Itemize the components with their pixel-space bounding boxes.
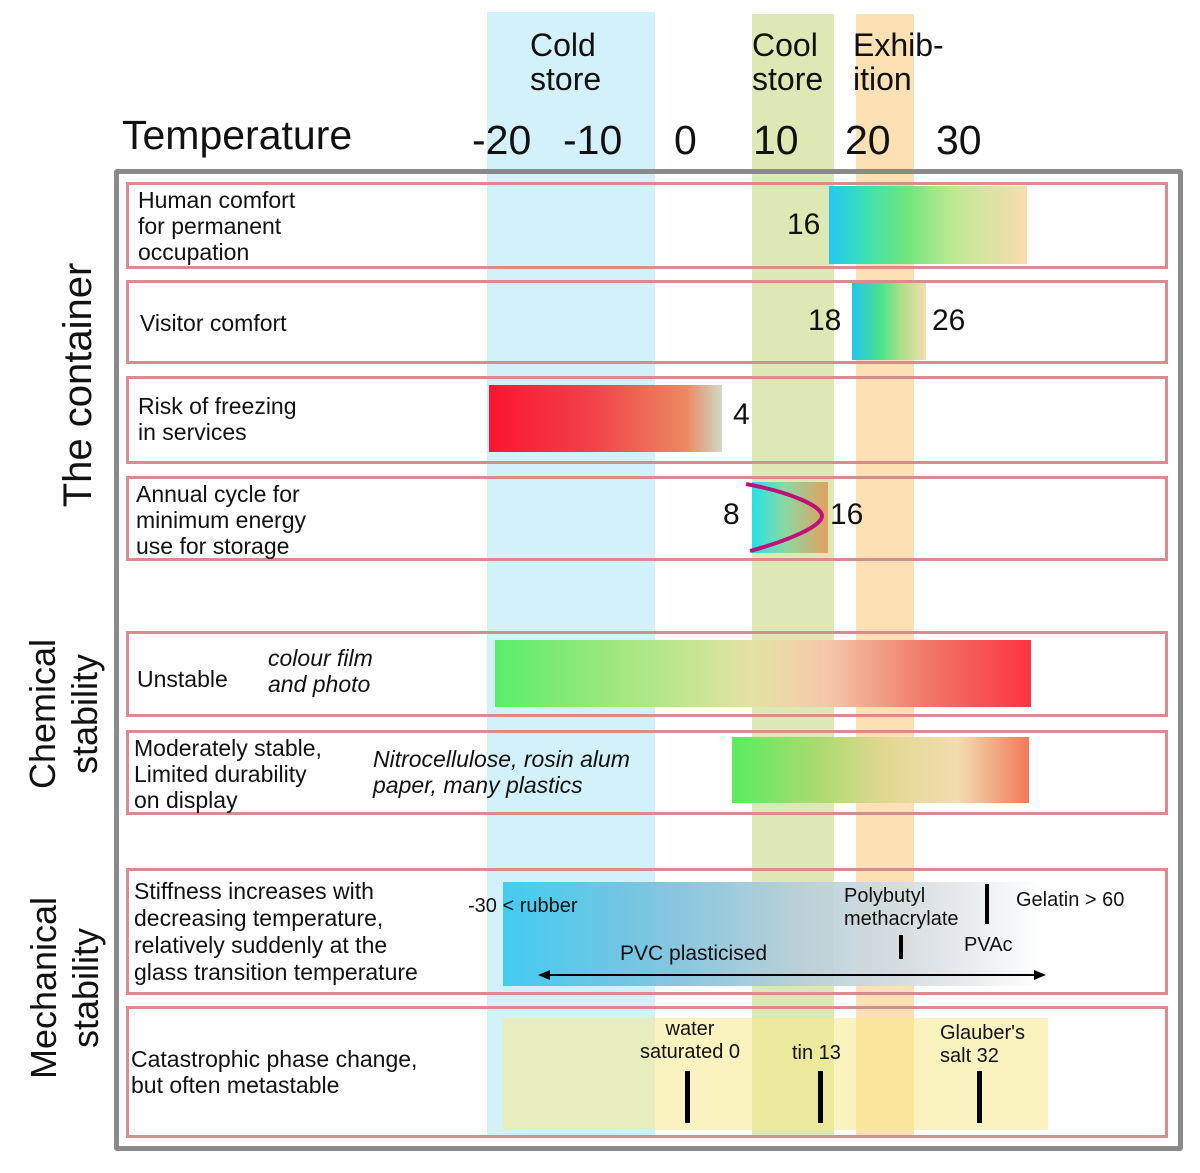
polybutyl-marker <box>985 884 989 924</box>
unstable-bar <box>495 640 1031 707</box>
pvc-range-arrow <box>538 970 1046 980</box>
pvac-label: PVAc <box>964 934 1013 956</box>
phase-change-label: Catastrophic phase change, but often met… <box>131 1046 418 1098</box>
outer-frame <box>114 169 1183 1151</box>
freezing-risk-bar <box>489 385 722 452</box>
row-moderately-stable <box>126 730 1168 815</box>
human-comfort-bar <box>829 186 1027 264</box>
temperature-tick: 10 <box>753 117 799 163</box>
annual-cycle-curve <box>745 482 825 553</box>
tin-label: tin 13 <box>792 1042 841 1064</box>
water-label: water saturated 0 <box>639 1018 741 1063</box>
visitor-comfort-high-value: 26 <box>932 304 966 337</box>
tin-marker <box>818 1071 823 1123</box>
pvc-label: PVC plasticised <box>620 942 768 965</box>
rubber-label: -30 < rubber <box>468 895 578 917</box>
temperature-tick: 30 <box>936 117 982 163</box>
temperature-tick: -10 <box>563 117 623 163</box>
row-phase-change <box>126 1006 1168 1138</box>
annual-cycle-label: Annual cycle for minimum energy use for … <box>136 481 306 559</box>
glauber-label: Glauber's salt 32 <box>940 1022 1025 1067</box>
freezing-label: Risk of freezing in services <box>138 393 297 445</box>
visitor-comfort-label: Visitor comfort <box>140 310 287 336</box>
temperature-axis-title: Temperature <box>122 112 353 158</box>
annual-cycle-high-value: 16 <box>830 498 864 531</box>
temperature-tick: -20 <box>472 117 532 163</box>
stiffness-label: Stiffness increases with decreasing temp… <box>134 878 418 985</box>
temperature-tick: 20 <box>845 117 891 163</box>
unstable-examples: colour film and photo <box>268 645 373 697</box>
exhibition-label: Exhib-ition <box>853 27 944 97</box>
freezing-high-value: 4 <box>733 398 750 431</box>
temperature-tick: 0 <box>674 117 697 163</box>
polybutyl-label: Polybutyl methacrylate <box>844 885 959 930</box>
moderately-stable-bar <box>732 737 1029 803</box>
moderately-stable-label: Moderately stable, Limited durability on… <box>134 735 322 813</box>
moderately-stable-examples: Nitrocellulose, rosin alum paper, many p… <box>373 746 630 798</box>
row-freezing <box>126 376 1168 464</box>
human-comfort-low-value: 16 <box>787 208 821 241</box>
visitor-comfort-bar <box>852 283 926 360</box>
row-visitor-comfort <box>126 280 1168 364</box>
human-comfort-label: Human comfort for permanent occupation <box>138 187 296 265</box>
row-unstable <box>126 631 1168 717</box>
phase-change-bar <box>503 1018 1048 1130</box>
row-human-comfort <box>126 182 1168 269</box>
stiffness-bar <box>503 882 1043 986</box>
visitor-comfort-low-value: 18 <box>808 304 842 337</box>
annual-cycle-low-value: 8 <box>723 498 740 531</box>
water-marker <box>685 1071 690 1123</box>
group-label-container: The container <box>56 262 100 508</box>
row-stiffness <box>126 868 1168 995</box>
row-annual-cycle <box>126 476 1168 561</box>
gelatin-label: Gelatin > 60 <box>1016 889 1125 911</box>
pvac-marker <box>899 935 903 959</box>
unstable-label: Unstable <box>137 666 228 692</box>
glauber-marker <box>977 1071 982 1123</box>
